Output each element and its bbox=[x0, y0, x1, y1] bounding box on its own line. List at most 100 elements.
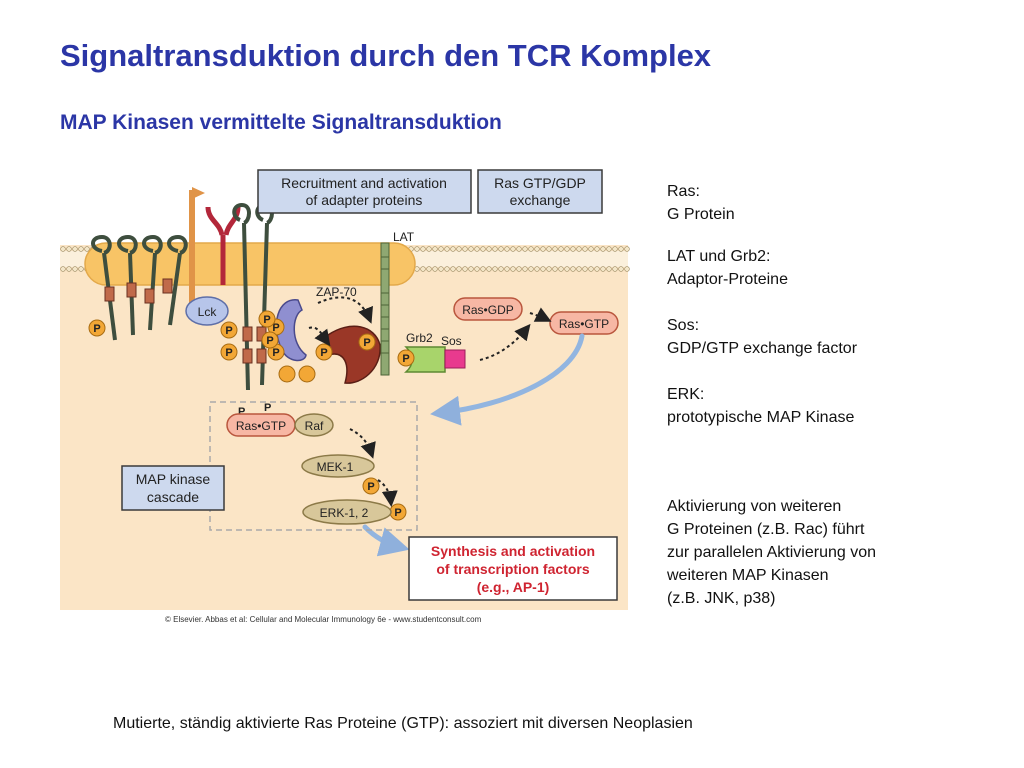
phosphate-group: P bbox=[315, 343, 333, 361]
lipid-head bbox=[444, 246, 450, 252]
lipid-head bbox=[72, 266, 78, 272]
recruitment-line1: Recruitment and activation bbox=[281, 175, 447, 191]
lipid-head bbox=[624, 246, 630, 252]
phosphate-label: P bbox=[225, 325, 232, 337]
lipid-head bbox=[456, 246, 462, 252]
phosphate-group: P bbox=[258, 310, 276, 328]
lipid-head bbox=[570, 266, 576, 272]
lipid-head bbox=[510, 246, 516, 252]
phosphate-label: P bbox=[363, 337, 370, 349]
lipid-head bbox=[468, 246, 474, 252]
tcr-signaling-diagram: Lck ZAP-70 LAT Grb2 Sos Ras•GDP bbox=[60, 169, 630, 624]
ras-gdp-label: Ras•GDP bbox=[462, 303, 514, 317]
map-kinase-cascade-line2: cascade bbox=[147, 489, 199, 505]
phosphate-label: P bbox=[367, 481, 374, 493]
lipid-head bbox=[78, 246, 84, 252]
lipid-head bbox=[480, 266, 486, 272]
zap70-label: ZAP-70 bbox=[316, 285, 357, 299]
note-erk-line2: prototypische MAP Kinase bbox=[667, 409, 855, 426]
lipid-head bbox=[612, 266, 618, 272]
lck-kinase: Lck bbox=[185, 296, 229, 326]
note-sos-line1: Sos: bbox=[667, 317, 700, 334]
lipid-head bbox=[540, 266, 546, 272]
phosphate-label: P bbox=[394, 507, 401, 519]
erk-label: ERK-1, 2 bbox=[320, 506, 369, 520]
lipid-head bbox=[546, 246, 552, 252]
note-erk: ERK: prototypische MAP Kinase bbox=[667, 383, 854, 429]
phosphate-group: P bbox=[220, 321, 238, 339]
lat-adapter: LAT bbox=[380, 230, 415, 376]
grb2-label: Grb2 bbox=[406, 331, 433, 345]
lipid-head bbox=[426, 246, 432, 252]
lipid-head bbox=[570, 246, 576, 252]
lipid-head bbox=[504, 266, 510, 272]
lipid-head bbox=[450, 246, 456, 252]
lck-label: Lck bbox=[198, 305, 218, 319]
lipid-head bbox=[72, 246, 78, 252]
coreceptor-flag bbox=[189, 187, 205, 315]
lipid-head bbox=[474, 246, 480, 252]
lipid-head bbox=[618, 266, 624, 272]
lipid-head bbox=[528, 266, 534, 272]
ras-exchange-box: Ras GTP/GDP exchange bbox=[477, 169, 603, 214]
tcr-alpha-beta bbox=[205, 206, 241, 285]
note-lat-line2: Adaptor-Proteine bbox=[667, 271, 788, 288]
itam-segments bbox=[104, 278, 173, 304]
synthesis-line2: of transcription factors bbox=[436, 561, 589, 577]
lipid-head bbox=[594, 266, 600, 272]
itam-segments-right bbox=[242, 326, 267, 364]
phosphate-label: P bbox=[402, 353, 409, 365]
lipid-head bbox=[558, 246, 564, 252]
note-activation-line1: Aktivierung von weiteren bbox=[667, 498, 842, 515]
note-sos: Sos: GDP/GTP exchange factor bbox=[667, 314, 857, 360]
note-activation-line4: weiteren MAP Kinasen bbox=[667, 567, 829, 584]
lipid-head bbox=[534, 246, 540, 252]
raf-label: Raf bbox=[305, 419, 324, 433]
lipid-head bbox=[504, 246, 510, 252]
lipid-head bbox=[624, 266, 630, 272]
map-kinase-cascade-line1: MAP kinase bbox=[136, 471, 211, 487]
lipid-head bbox=[564, 246, 570, 252]
phosphate-label: P bbox=[272, 347, 279, 359]
lipid-head bbox=[462, 266, 468, 272]
phosphate-label: P bbox=[266, 335, 273, 347]
lipid-head bbox=[462, 246, 468, 252]
note-erk-line1: ERK: bbox=[667, 386, 705, 403]
ras-gtp-cascade-label: Ras•GTP bbox=[236, 419, 286, 433]
footer-note: Mutierte, ständig aktivierte Ras Protein… bbox=[113, 715, 693, 732]
phosphate-group: P bbox=[389, 503, 407, 521]
lipid-head bbox=[534, 266, 540, 272]
ras-gtp-label: Ras•GTP bbox=[559, 317, 609, 331]
figure-credit: © Elsevier. Abbas et al: Cellular and Mo… bbox=[165, 615, 482, 624]
phosphate-label: P bbox=[320, 347, 327, 359]
note-ras-line2: G Protein bbox=[667, 206, 735, 223]
lipid-head bbox=[552, 246, 558, 252]
lipid-head bbox=[498, 266, 504, 272]
phosphate-group: P bbox=[362, 477, 380, 495]
lipid-head bbox=[492, 246, 498, 252]
phosphate-label: P bbox=[263, 314, 270, 326]
phosphate-group: P bbox=[220, 343, 238, 361]
lipid-head bbox=[594, 246, 600, 252]
lipid-head bbox=[582, 266, 588, 272]
phosphate-label: P bbox=[264, 402, 271, 414]
lipid-head bbox=[522, 266, 528, 272]
ras-gtp-cascade: Ras•GTP bbox=[226, 413, 296, 437]
lipid-head bbox=[612, 246, 618, 252]
lipid-head bbox=[600, 266, 606, 272]
lipid-head bbox=[66, 266, 72, 272]
synthesis-line3: (e.g., AP-1) bbox=[477, 579, 550, 595]
lipid-head bbox=[432, 246, 438, 252]
phosphate-label: P bbox=[238, 406, 245, 418]
phosphate-group: P bbox=[261, 331, 279, 349]
lipid-head bbox=[486, 246, 492, 252]
lipid-head bbox=[480, 246, 486, 252]
lipid-head bbox=[438, 266, 444, 272]
page-subtitle: MAP Kinasen vermittelte Signaltransdukti… bbox=[60, 111, 502, 134]
lipid-head bbox=[492, 266, 498, 272]
lipid-head bbox=[468, 266, 474, 272]
lipid-raft bbox=[84, 242, 416, 286]
lipid-head bbox=[498, 246, 504, 252]
note-sos-line2: GDP/GTP exchange factor bbox=[667, 340, 858, 357]
lipid-head bbox=[516, 246, 522, 252]
